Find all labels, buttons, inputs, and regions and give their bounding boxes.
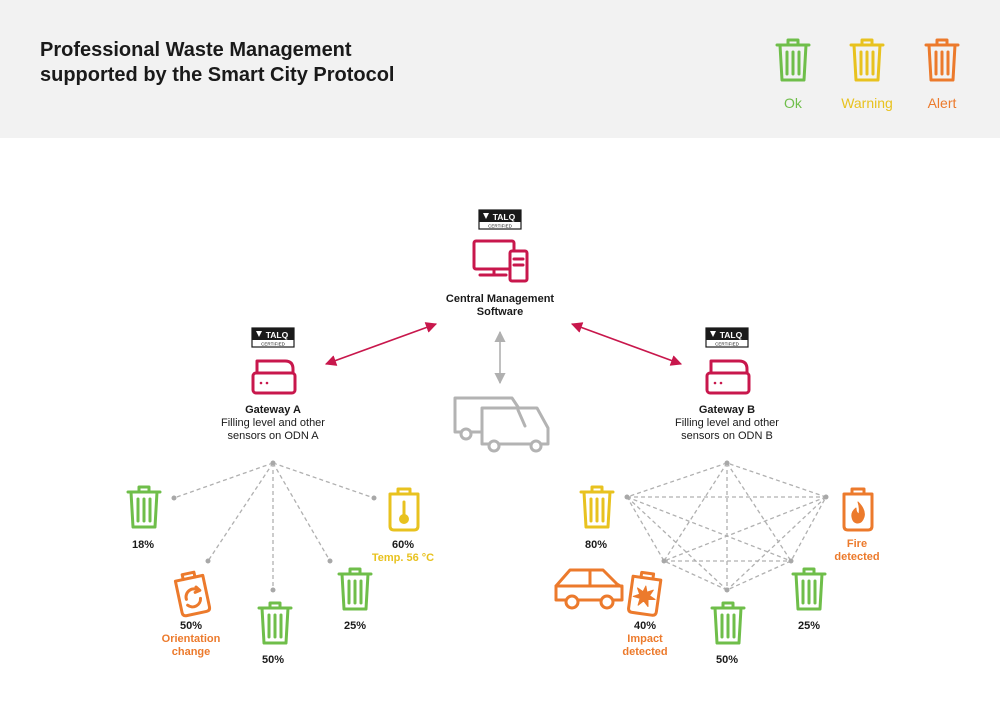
network-a-nodes bbox=[171, 460, 377, 593]
gateway-b-desc-1: Filling level and other bbox=[675, 417, 779, 429]
ok-bin-icon bbox=[775, 38, 811, 82]
computer-monitor-icon bbox=[472, 239, 529, 283]
bin-a2-status-2: change bbox=[171, 646, 211, 658]
bin-b5-label: Fire detected bbox=[812, 538, 902, 564]
fire-bin-icon bbox=[842, 487, 874, 532]
bin-b5-status-2: detected bbox=[834, 551, 880, 563]
talq-caption-text: CERTIFIED bbox=[261, 342, 285, 347]
page-title: Professional Waste Management supported … bbox=[40, 38, 394, 88]
impact-bin-icon bbox=[626, 569, 664, 618]
bin-b1-label: 80% bbox=[551, 539, 641, 552]
alert-bin-icon bbox=[924, 38, 960, 82]
legend-ok: Ok bbox=[753, 38, 833, 111]
bin-b4-percent: 25% bbox=[797, 620, 821, 632]
legend-warning-label: Warning bbox=[841, 95, 893, 111]
gateway-a-desc-1: Filling level and other bbox=[221, 417, 325, 429]
trash-bin-icon bbox=[579, 485, 615, 529]
talq-brand-text: TALQ bbox=[266, 330, 289, 340]
trash-bin-icon bbox=[257, 601, 293, 645]
title-line-1: Professional Waste Management bbox=[40, 39, 352, 61]
talq-caption-text: CERTIFIED bbox=[715, 342, 739, 347]
trash-bin-icon bbox=[337, 567, 373, 611]
bin-a3-label: 50% bbox=[228, 654, 318, 667]
talq-brand-text: TALQ bbox=[493, 212, 516, 222]
bin-b3-percent: 50% bbox=[715, 654, 739, 666]
gateway-b-name: Gateway B bbox=[698, 404, 756, 416]
bin-a4-percent: 25% bbox=[343, 620, 367, 632]
network-b-nodes bbox=[624, 460, 829, 593]
bin-b2-percent: 40% bbox=[633, 620, 657, 632]
header-banner: Professional Waste Management supported … bbox=[0, 0, 1000, 138]
legend-ok-label: Ok bbox=[784, 95, 802, 111]
bin-a2-percent: 50% bbox=[179, 620, 203, 632]
central-name-line-1: Central Management bbox=[445, 293, 555, 305]
network-b-links bbox=[626, 462, 827, 591]
link-gateway-a-central bbox=[324, 322, 438, 366]
router-icon bbox=[251, 359, 297, 395]
bin-a1-percent: 18% bbox=[131, 539, 155, 551]
bin-b3-label: 50% bbox=[682, 654, 772, 667]
car-icon bbox=[554, 568, 624, 610]
bin-b1-percent: 80% bbox=[584, 539, 608, 551]
warning-bin-icon bbox=[849, 38, 885, 82]
bin-a2-status-1: Orientation bbox=[161, 633, 221, 645]
talq-badge-central: TALQ CERTIFIED bbox=[478, 209, 522, 230]
bin-b4-label: 25% bbox=[764, 620, 854, 633]
garbage-trucks-icon bbox=[453, 396, 550, 453]
gateway-b-desc-2: sensors on ODN B bbox=[681, 430, 773, 442]
bin-a4-label: 25% bbox=[310, 620, 400, 633]
bin-a5-label: 60% Temp. 56 °C bbox=[358, 539, 448, 565]
legend-alert-label: Alert bbox=[927, 95, 957, 111]
bin-b5-status-1: Fire bbox=[846, 538, 868, 550]
talq-badge-gateway-a: TALQ CERTIFIED bbox=[251, 327, 295, 348]
thermometer-bin-icon bbox=[388, 487, 420, 532]
bin-a1-label: 18% bbox=[98, 539, 188, 552]
gateway-a-desc-2: sensors on ODN A bbox=[227, 430, 319, 442]
gateway-a-label: Gateway A Filling level and other sensor… bbox=[198, 404, 348, 443]
trash-bin-icon bbox=[791, 567, 827, 611]
bin-a5-status: Temp. 56 °C bbox=[371, 552, 435, 564]
gateway-a-name: Gateway A bbox=[245, 404, 301, 416]
legend-alert: Alert bbox=[902, 38, 982, 111]
tilted-bin-icon bbox=[172, 569, 212, 618]
gateway-b-label: Gateway B Filling level and other sensor… bbox=[652, 404, 802, 443]
bin-a3-percent: 50% bbox=[261, 654, 285, 666]
bin-a2-label: 50% Orientation change bbox=[146, 620, 236, 659]
trash-bin-icon bbox=[710, 601, 746, 645]
bin-a5-percent: 60% bbox=[391, 539, 415, 551]
link-gateway-b-central bbox=[570, 322, 683, 366]
bin-b2-status-1: Impact bbox=[627, 633, 663, 645]
title-line-2: supported by the Smart City Protocol bbox=[40, 64, 395, 86]
router-icon bbox=[705, 359, 751, 395]
talq-caption-text: CERTIFIED bbox=[488, 224, 512, 229]
network-a-links bbox=[173, 462, 375, 590]
bin-b2-status-2: detected bbox=[622, 646, 668, 658]
talq-badge-gateway-b: TALQ CERTIFIED bbox=[705, 327, 749, 348]
central-name-line-2: Software bbox=[476, 306, 524, 318]
bin-b2-label: 40% Impact detected bbox=[600, 620, 690, 659]
central-label: Central Management Software bbox=[425, 293, 575, 319]
trash-bin-icon bbox=[126, 485, 162, 529]
talq-brand-text: TALQ bbox=[720, 330, 743, 340]
legend-warning: Warning bbox=[827, 38, 907, 111]
